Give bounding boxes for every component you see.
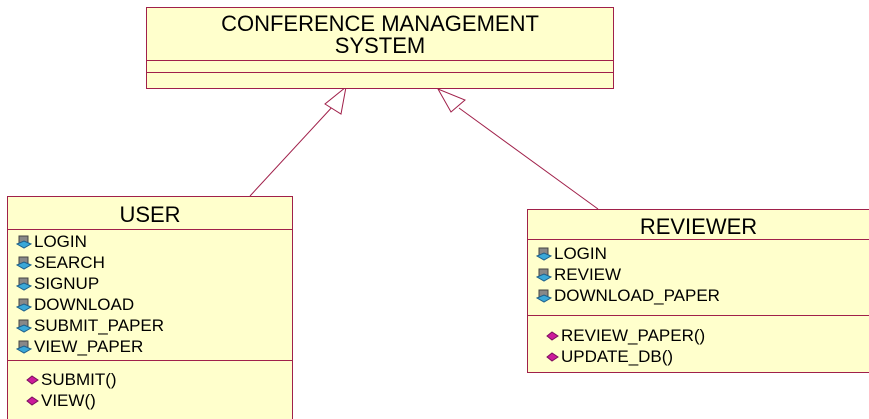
public-operation-icon bbox=[26, 374, 39, 385]
operation-row: UPDATE_DB() bbox=[546, 346, 869, 367]
user-generalization-line bbox=[249, 104, 335, 197]
protected-attribute-icon bbox=[536, 289, 553, 303]
protected-attribute-icon bbox=[16, 235, 33, 249]
reviewer-generalization-line bbox=[458, 107, 599, 210]
public-operation-icon bbox=[546, 351, 559, 362]
public-operation-icon bbox=[546, 330, 559, 341]
operation-row: VIEW() bbox=[26, 390, 292, 411]
operation-name: UPDATE_DB() bbox=[561, 347, 674, 366]
attribute-row: DOWNLOAD bbox=[16, 294, 292, 315]
attribute-name: SIGNUP bbox=[34, 274, 100, 293]
attribute-name: VIEW_PAPER bbox=[34, 337, 144, 356]
class-reviewer[interactable]: REVIEWER LOGIN REVIEW DOWNLOAD_PAPER REV… bbox=[527, 209, 869, 373]
class-title: CONFERENCE MANAGEMENT SYSTEM bbox=[147, 8, 613, 60]
attribute-name: LOGIN bbox=[34, 232, 87, 251]
attribute-name: DOWNLOAD bbox=[34, 295, 135, 314]
attribute-name: SEARCH bbox=[34, 253, 105, 272]
operation-name: REVIEW_PAPER() bbox=[561, 326, 706, 345]
class-user[interactable]: USER LOGIN SEARCH SIGNUP DOWNLOAD SUBMIT… bbox=[7, 196, 293, 419]
class-title: USER bbox=[119, 202, 181, 227]
protected-attribute-icon bbox=[16, 319, 33, 333]
protected-attribute-icon bbox=[16, 340, 33, 354]
protected-attribute-icon bbox=[536, 247, 553, 261]
operation-name: SUBMIT() bbox=[41, 370, 117, 389]
attribute-name: REVIEW bbox=[554, 265, 622, 284]
operations-compartment: SUBMIT() VIEW() bbox=[8, 360, 292, 411]
class-title-line-1: CONFERENCE MANAGEMENT bbox=[221, 11, 539, 36]
operation-name: VIEW() bbox=[41, 391, 96, 410]
reviewer-generalization-arrowhead bbox=[436, 87, 466, 113]
attribute-name: LOGIN bbox=[554, 244, 607, 263]
protected-attribute-icon bbox=[16, 298, 33, 312]
class-title-line-2: SYSTEM bbox=[334, 33, 426, 58]
attribute-row: SUBMIT_PAPER bbox=[16, 315, 292, 336]
attribute-name: SUBMIT_PAPER bbox=[34, 316, 165, 335]
attribute-row: VIEW_PAPER bbox=[16, 336, 292, 357]
attribute-row: SEARCH bbox=[16, 252, 292, 273]
user-generalization-arrowhead bbox=[324, 85, 347, 115]
attribute-row: DOWNLOAD_PAPER bbox=[536, 285, 869, 306]
class-conference-management-system[interactable]: CONFERENCE MANAGEMENT SYSTEM bbox=[146, 7, 614, 89]
attribute-row: LOGIN bbox=[536, 243, 869, 264]
attribute-row: SIGNUP bbox=[16, 273, 292, 294]
attributes-compartment: LOGIN REVIEW DOWNLOAD_PAPER bbox=[528, 239, 869, 315]
protected-attribute-icon bbox=[16, 277, 33, 291]
attributes-compartment bbox=[147, 60, 613, 72]
attribute-row: LOGIN bbox=[16, 231, 292, 252]
operations-compartment bbox=[147, 72, 613, 73]
protected-attribute-icon bbox=[536, 268, 553, 282]
operation-row: REVIEW_PAPER() bbox=[546, 325, 869, 346]
protected-attribute-icon bbox=[16, 256, 33, 270]
attributes-compartment: LOGIN SEARCH SIGNUP DOWNLOAD SUBMIT_PAPE… bbox=[8, 229, 292, 360]
class-title: REVIEWER bbox=[639, 214, 758, 239]
public-operation-icon bbox=[26, 395, 39, 406]
attribute-row: REVIEW bbox=[536, 264, 869, 285]
attribute-name: DOWNLOAD_PAPER bbox=[554, 286, 720, 305]
operation-row: SUBMIT() bbox=[26, 369, 292, 390]
operations-compartment: REVIEW_PAPER() UPDATE_DB() bbox=[528, 315, 869, 367]
